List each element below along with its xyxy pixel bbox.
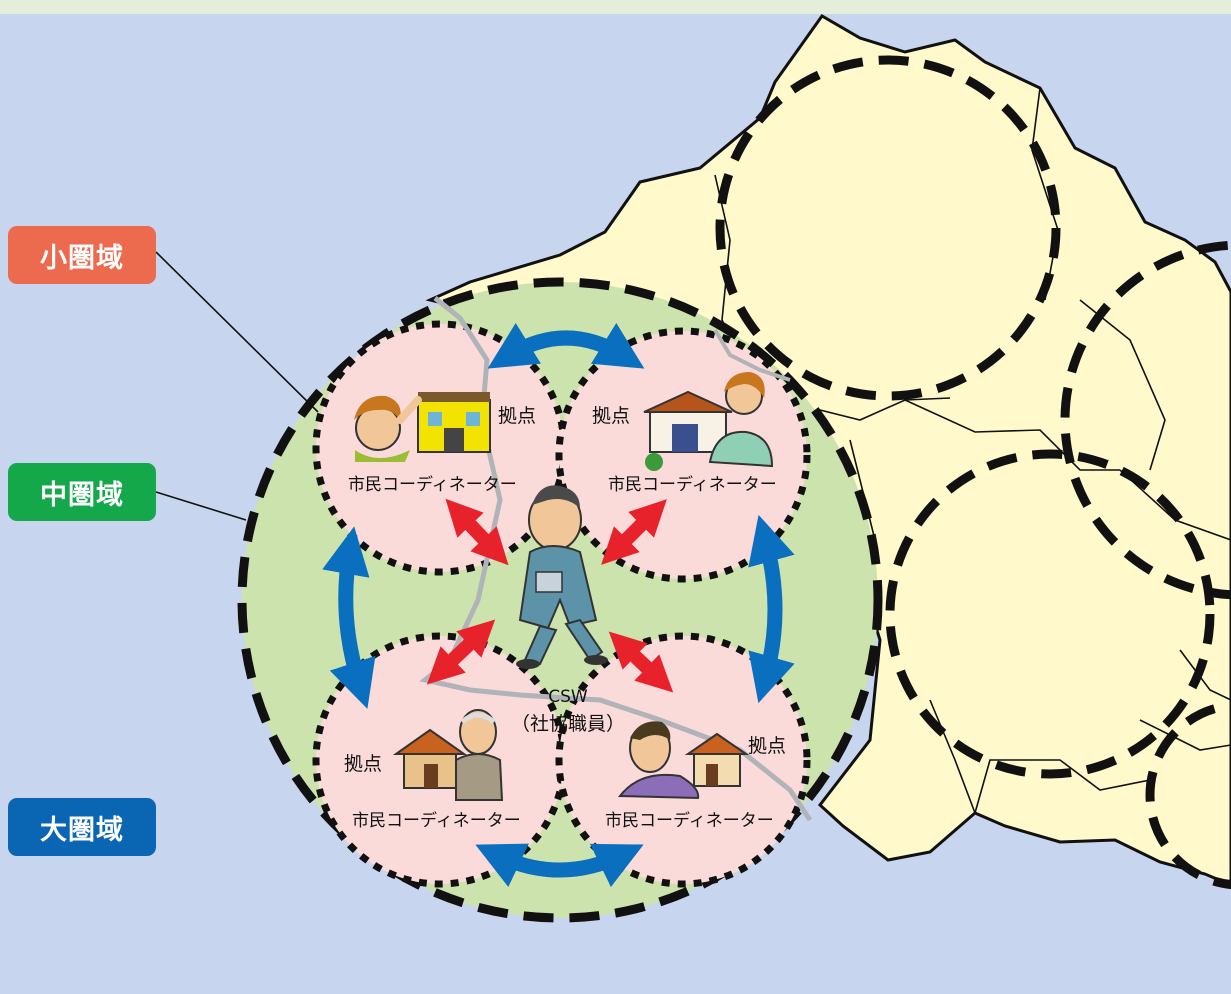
coordinator-illustration-bl	[392, 709, 504, 801]
red-arrow-bl	[426, 619, 496, 685]
blue-arrow-bottom	[475, 843, 644, 888]
red-arrow-tr	[601, 499, 667, 565]
route-line-2	[713, 328, 791, 382]
br-base-label: 拠点	[748, 735, 786, 757]
top-band	[0, 0, 1231, 14]
legend-medium-area-badge: 中圏域	[8, 463, 156, 521]
csw-org-label: （社協職員）	[511, 713, 625, 735]
legend-large-area-badge: 大圏域	[8, 798, 156, 856]
map-region-circles	[715, 55, 1231, 890]
bl-coordinator-label: 市民コーディネーター	[352, 810, 521, 831]
red-arrow-br	[608, 631, 674, 693]
red-arrow-tl	[445, 498, 509, 566]
coordinator-illustration-tl	[354, 392, 491, 462]
coordinator-illustration-tr	[643, 372, 774, 471]
blue-arrow-left	[322, 526, 376, 709]
tr-base-label: 拠点	[592, 405, 630, 427]
legend-small-area-badge: 小圏域	[8, 226, 156, 284]
bl-base-label: 拠点	[344, 753, 382, 775]
connector-small	[155, 251, 319, 413]
tr-coordinator-label: 市民コーディネーター	[608, 474, 777, 495]
tl-base-label: 拠点	[498, 405, 536, 427]
blue-double-arrows	[322, 322, 795, 888]
coordinator-illustration-br	[618, 721, 750, 800]
blue-arrow-right	[748, 514, 795, 704]
connector-medium	[155, 491, 247, 521]
csw-illustration	[516, 485, 608, 669]
red-double-arrows	[426, 498, 674, 693]
csw-label: CSW	[548, 687, 588, 707]
tl-coordinator-label: 市民コーディネーター	[348, 474, 517, 495]
br-coordinator-label: 市民コーディネーター	[605, 810, 774, 831]
blue-arrow-top	[487, 322, 645, 369]
